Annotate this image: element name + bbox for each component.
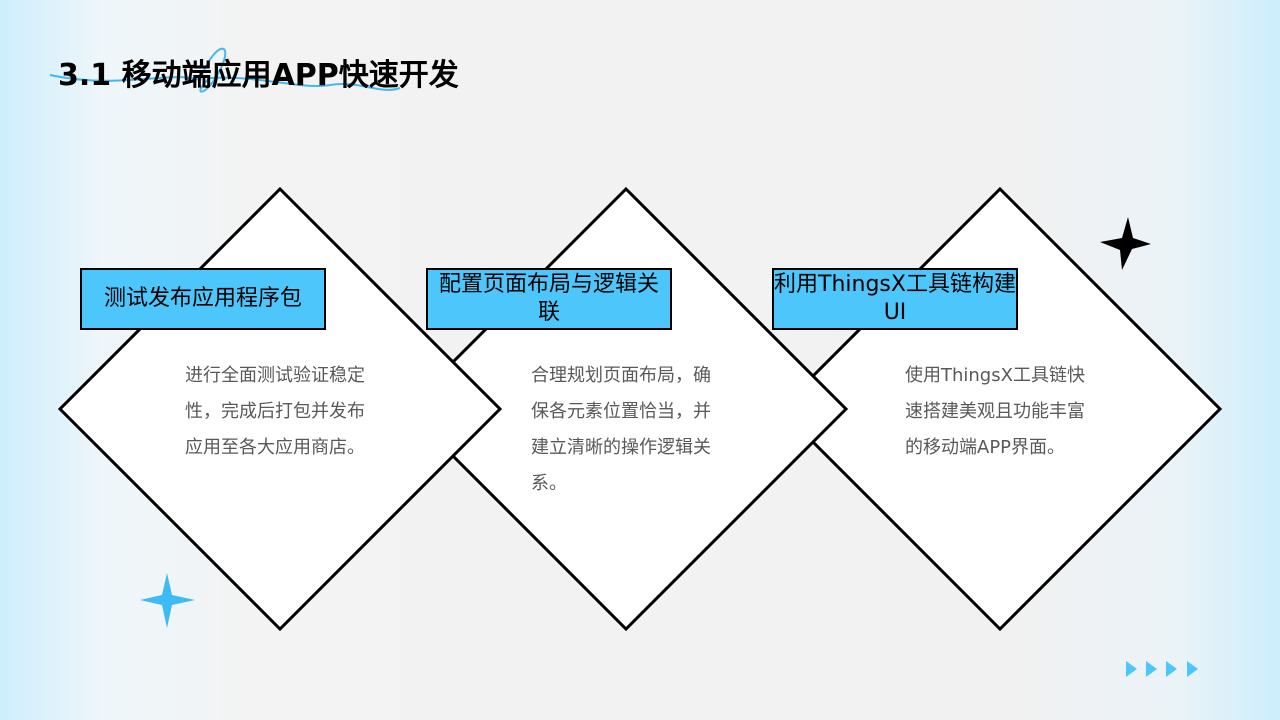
star-black-icon — [1100, 217, 1151, 270]
card-3-body: 使用ThingsX工具链快速搭建美观且功能丰富的移动端APP界面。 — [905, 365, 1085, 458]
card-2-label: 配置页面布局与逻辑关联 — [426, 268, 672, 330]
card-2-body: 合理规划页面布局，确保各元素位置恰当，并建立清晰的操作逻辑关系。 — [531, 365, 711, 494]
arrows-icon — [1126, 661, 1198, 677]
page-title: 3.1 移动端应用APP快速开发 — [58, 58, 459, 93]
card-1-label: 测试发布应用程序包 — [80, 268, 326, 330]
title-swirl — [49, 47, 401, 93]
card-3-label: 利用ThingsX工具链构建UI — [772, 268, 1018, 330]
card-1-body: 进行全面测试验证稳定性，完成后打包并发布应用至各大应用商店。 — [185, 365, 365, 458]
star-blue-icon — [140, 573, 195, 628]
